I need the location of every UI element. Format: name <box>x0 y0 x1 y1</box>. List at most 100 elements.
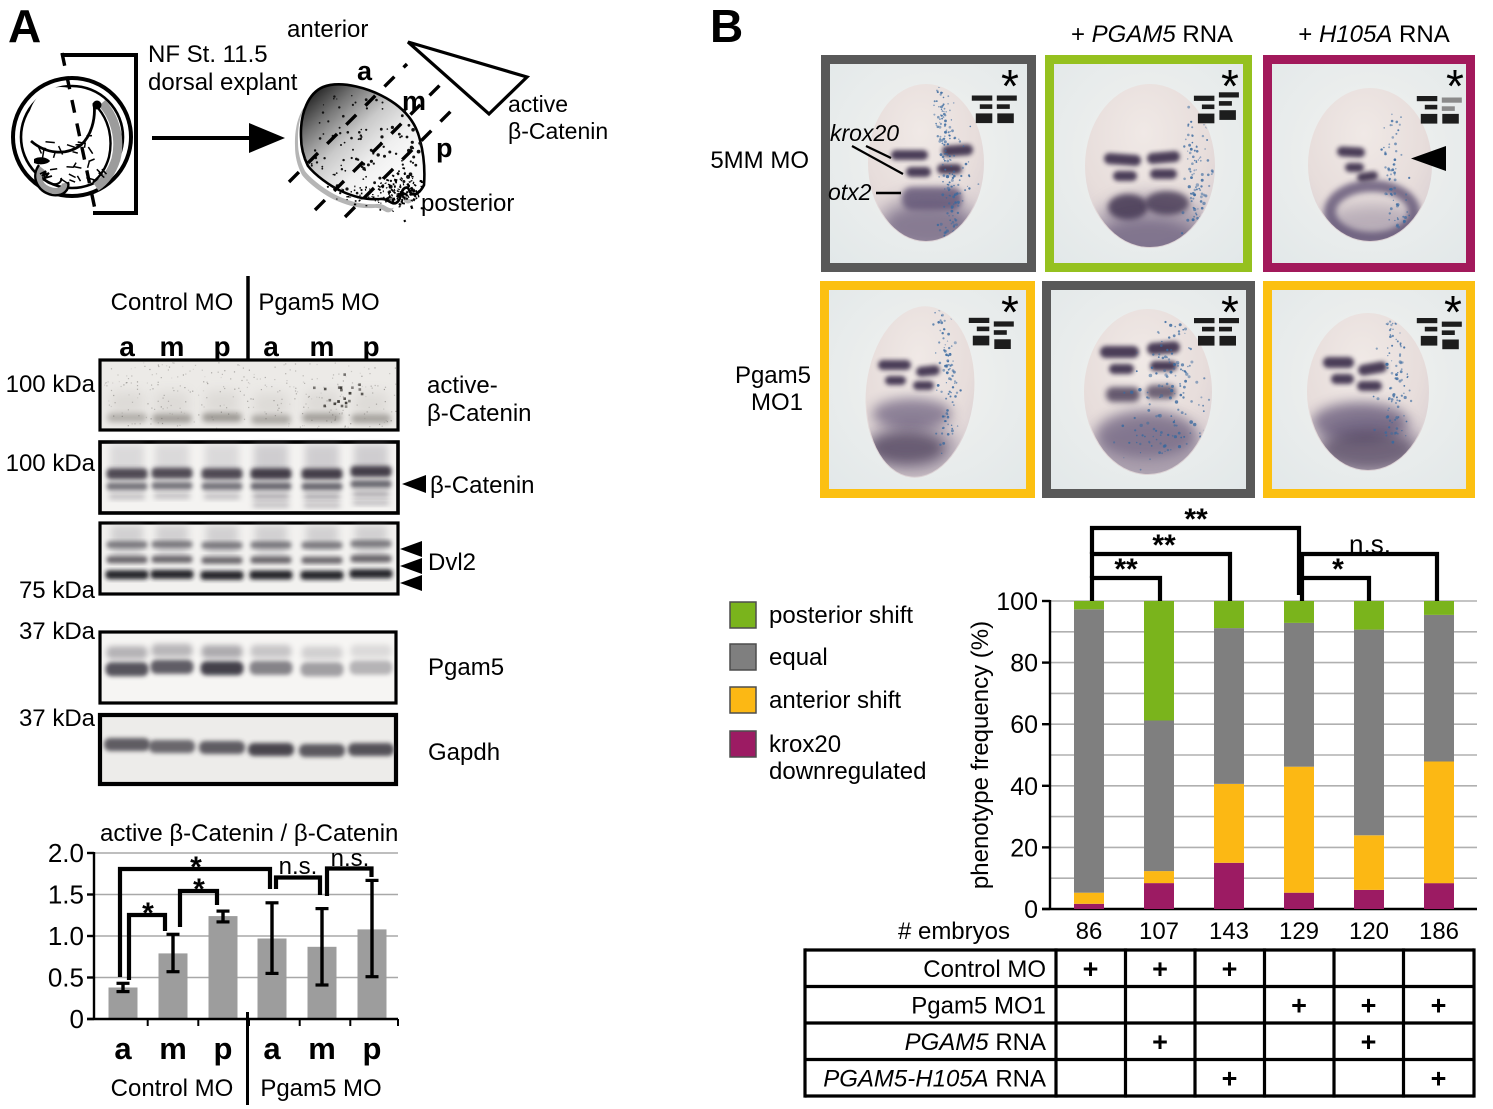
svg-text:A: A <box>8 0 41 52</box>
svg-text:186: 186 <box>1419 918 1459 945</box>
svg-text:+: + <box>1152 1027 1168 1057</box>
svg-text:+: + <box>1431 1064 1447 1094</box>
svg-text:+: + <box>1222 954 1238 984</box>
svg-text:NF St. 11.5: NF St. 11.5 <box>148 41 268 68</box>
svg-text:β-Catenin: β-Catenin <box>430 472 535 499</box>
svg-text:p: p <box>214 1031 233 1066</box>
svg-text:krox20: krox20 <box>769 731 841 758</box>
svg-text:m: m <box>310 331 335 362</box>
svg-text:PGAM5-H105A RNA: PGAM5-H105A RNA <box>823 1066 1046 1093</box>
svg-text:80: 80 <box>1010 650 1038 678</box>
svg-text:a: a <box>263 1031 281 1066</box>
svg-text:posterior shift: posterior shift <box>769 602 913 629</box>
svg-text:*: * <box>1001 60 1019 112</box>
svg-text:PGAM5 RNA: PGAM5 RNA <box>905 1029 1046 1056</box>
svg-text:*: * <box>1332 553 1344 586</box>
svg-text:*: * <box>1446 60 1464 112</box>
svg-text:1.5: 1.5 <box>48 880 84 910</box>
svg-text:*: * <box>190 851 202 884</box>
svg-text:otx2: otx2 <box>828 179 872 205</box>
svg-text:75 kDa: 75 kDa <box>19 577 96 604</box>
svg-text:m: m <box>402 86 426 116</box>
svg-text:active-: active- <box>427 372 498 399</box>
svg-text:60: 60 <box>1010 711 1038 739</box>
svg-text:phenotype frequency (%): phenotype frequency (%) <box>967 621 994 889</box>
svg-text:1.0: 1.0 <box>48 921 84 951</box>
svg-text:posterior: posterior <box>421 190 514 217</box>
svg-text:downregulated: downregulated <box>769 758 926 785</box>
svg-text:MO1: MO1 <box>751 389 803 416</box>
svg-text:m: m <box>159 1031 187 1066</box>
svg-text:active: active <box>508 91 568 117</box>
svg-text:+ PGAM5 RNA: + PGAM5 RNA <box>1071 21 1233 48</box>
svg-text:0.5: 0.5 <box>48 963 84 993</box>
svg-text:+: + <box>1431 991 1447 1021</box>
svg-text:0: 0 <box>1024 896 1038 924</box>
svg-text:n.s.: n.s. <box>331 845 370 872</box>
svg-text:Control MO: Control MO <box>111 289 234 316</box>
svg-text:Pgam5: Pgam5 <box>735 362 811 389</box>
svg-text:anterior: anterior <box>287 16 368 43</box>
svg-text:a: a <box>119 331 135 362</box>
svg-text:*: * <box>1221 60 1239 112</box>
svg-text:β-Catenin: β-Catenin <box>508 118 608 144</box>
svg-text:**: ** <box>1152 529 1176 562</box>
svg-text:20: 20 <box>1010 834 1038 862</box>
svg-text:0: 0 <box>70 1004 84 1034</box>
svg-text:p: p <box>363 1031 382 1066</box>
svg-text:p: p <box>213 331 230 362</box>
svg-text:krox20: krox20 <box>830 120 899 146</box>
svg-text:40: 40 <box>1010 773 1038 801</box>
svg-text:86: 86 <box>1076 918 1103 945</box>
svg-text:n.s.: n.s. <box>279 853 318 880</box>
svg-text:*: * <box>142 897 154 930</box>
svg-text:dorsal explant: dorsal explant <box>148 69 298 96</box>
svg-text:120: 120 <box>1349 918 1389 945</box>
svg-text:*: * <box>1001 286 1019 338</box>
svg-text:active β-Catenin / β-Catenin: active β-Catenin / β-Catenin <box>100 820 398 847</box>
svg-text:a: a <box>263 331 279 362</box>
svg-text:+: + <box>1361 991 1377 1021</box>
svg-text:*: * <box>1221 286 1239 338</box>
svg-text:Control MO: Control MO <box>111 1075 234 1102</box>
svg-text:equal: equal <box>769 644 828 671</box>
svg-text:anterior shift: anterior shift <box>769 687 901 714</box>
svg-text:Pgam5: Pgam5 <box>428 654 504 681</box>
svg-text:Control MO: Control MO <box>923 956 1046 983</box>
svg-text:100: 100 <box>996 588 1038 616</box>
svg-text:*: * <box>1444 286 1462 338</box>
svg-text:+: + <box>1361 1027 1377 1057</box>
svg-text:B: B <box>710 0 743 52</box>
svg-text:100 kDa: 100 kDa <box>6 371 96 398</box>
svg-text:129: 129 <box>1279 918 1319 945</box>
svg-text:p: p <box>362 331 379 362</box>
svg-text:100 kDa: 100 kDa <box>6 450 96 477</box>
svg-text:+: + <box>1222 1064 1238 1094</box>
svg-text:+: + <box>1083 954 1099 984</box>
svg-text:a: a <box>114 1031 132 1066</box>
svg-text:*: * <box>193 873 205 906</box>
svg-text:β-Catenin: β-Catenin <box>427 400 532 427</box>
svg-text:Pgam5 MO1: Pgam5 MO1 <box>911 993 1046 1020</box>
svg-text:107: 107 <box>1139 918 1179 945</box>
svg-text:# embryos: # embryos <box>898 918 1010 945</box>
svg-text:Pgam5 MO: Pgam5 MO <box>258 289 379 316</box>
svg-text:5MM MO: 5MM MO <box>710 147 809 174</box>
svg-text:+: + <box>1152 954 1168 984</box>
svg-text:m: m <box>308 1031 336 1066</box>
svg-text:**: ** <box>1114 553 1138 586</box>
svg-text:Pgam5 MO: Pgam5 MO <box>260 1075 381 1102</box>
svg-text:2.0: 2.0 <box>48 838 84 868</box>
svg-text:p: p <box>436 133 453 163</box>
svg-text:143: 143 <box>1209 918 1249 945</box>
svg-text:+ H105A RNA: + H105A RNA <box>1298 21 1449 48</box>
svg-text:Dvl2: Dvl2 <box>428 549 476 576</box>
svg-text:m: m <box>160 331 185 362</box>
svg-text:n.s.: n.s. <box>1349 529 1391 559</box>
svg-text:a: a <box>357 56 373 86</box>
svg-text:**: ** <box>1184 503 1208 536</box>
svg-text:37 kDa: 37 kDa <box>19 618 96 645</box>
svg-text:Gapdh: Gapdh <box>428 739 500 766</box>
svg-text:37 kDa: 37 kDa <box>19 705 96 732</box>
svg-text:+: + <box>1291 991 1307 1021</box>
